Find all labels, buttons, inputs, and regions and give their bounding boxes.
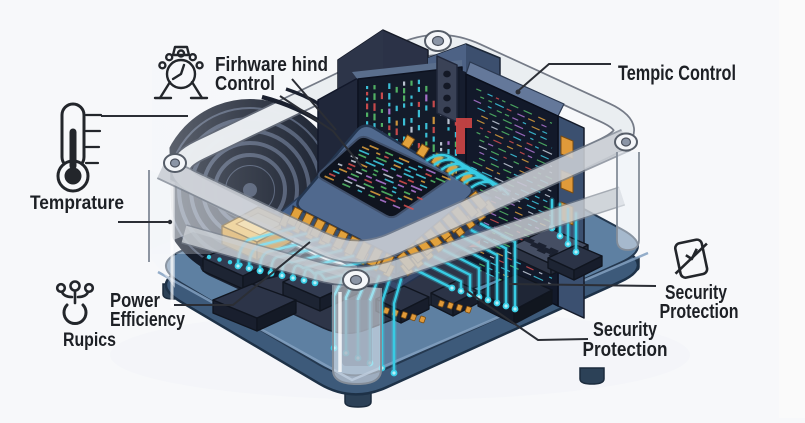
svg-text:Control: Control — [215, 72, 275, 95]
svg-text:Protection: Protection — [583, 338, 668, 361]
svg-text:Protection: Protection — [660, 301, 739, 323]
svg-text:Firhware hind: Firhware hind — [215, 53, 328, 76]
svg-text:Efficiency: Efficiency — [110, 309, 186, 331]
svg-text:Power: Power — [110, 290, 160, 312]
svg-text:Security: Security — [665, 282, 728, 304]
svg-text:Rupics: Rupics — [63, 330, 116, 351]
svg-text:Tempic Control: Tempic Control — [618, 62, 736, 85]
svg-text:Security: Security — [593, 318, 657, 341]
svg-text:Temprature: Temprature — [30, 192, 124, 214]
